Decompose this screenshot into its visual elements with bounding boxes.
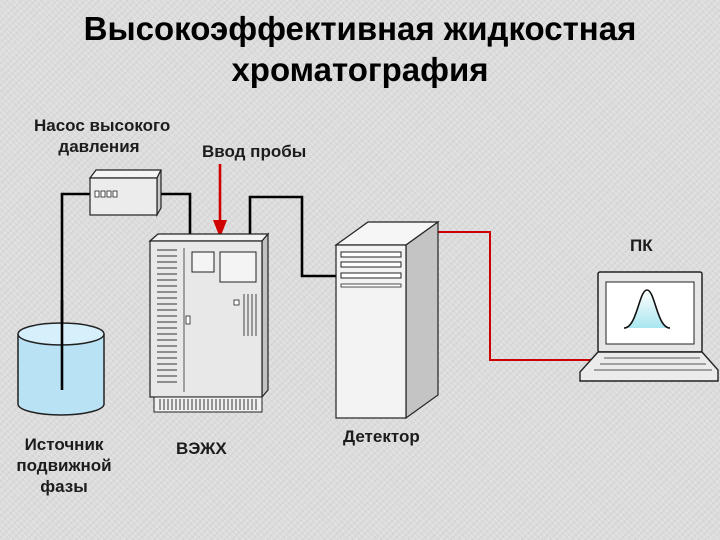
- flow-line-pump-to-column: [157, 192, 192, 240]
- label-detector: Детектор: [343, 427, 420, 446]
- label-source-line-2: подвижной: [16, 456, 112, 475]
- high-pressure-pump: [88, 169, 162, 218]
- sample-injection-arrow: [213, 164, 227, 238]
- label-pump-line-2: давления: [58, 137, 140, 156]
- flow-line-column-to-detector: [248, 195, 342, 278]
- label-pc: ПК: [630, 236, 653, 255]
- label-source-line-3: фазы: [40, 477, 88, 496]
- label-hplc: ВЭЖХ: [176, 439, 227, 458]
- hplc-unit: [148, 232, 270, 413]
- pc-laptop: [579, 271, 719, 382]
- label-pump-line-1: Насос высокого: [34, 116, 171, 135]
- chromatogram-peak: [624, 290, 670, 328]
- title-line-2: хроматография: [231, 51, 489, 88]
- label-source-line-1: Источник: [24, 435, 104, 454]
- detector-unit: [334, 220, 440, 420]
- slide-title: Высокоэффективная жидкостная хроматограф…: [0, 8, 720, 90]
- signal-line-detector-to-pc: [438, 231, 594, 361]
- label-pump: Насос высокого давления: [34, 115, 171, 157]
- label-injector: Ввод пробы: [202, 142, 307, 161]
- label-mobile-phase-source: Источник подвижной фазы: [16, 434, 112, 497]
- title-line-1: Высокоэффективная жидкостная: [83, 10, 637, 47]
- mobile-phase-reservoir: [17, 300, 105, 416]
